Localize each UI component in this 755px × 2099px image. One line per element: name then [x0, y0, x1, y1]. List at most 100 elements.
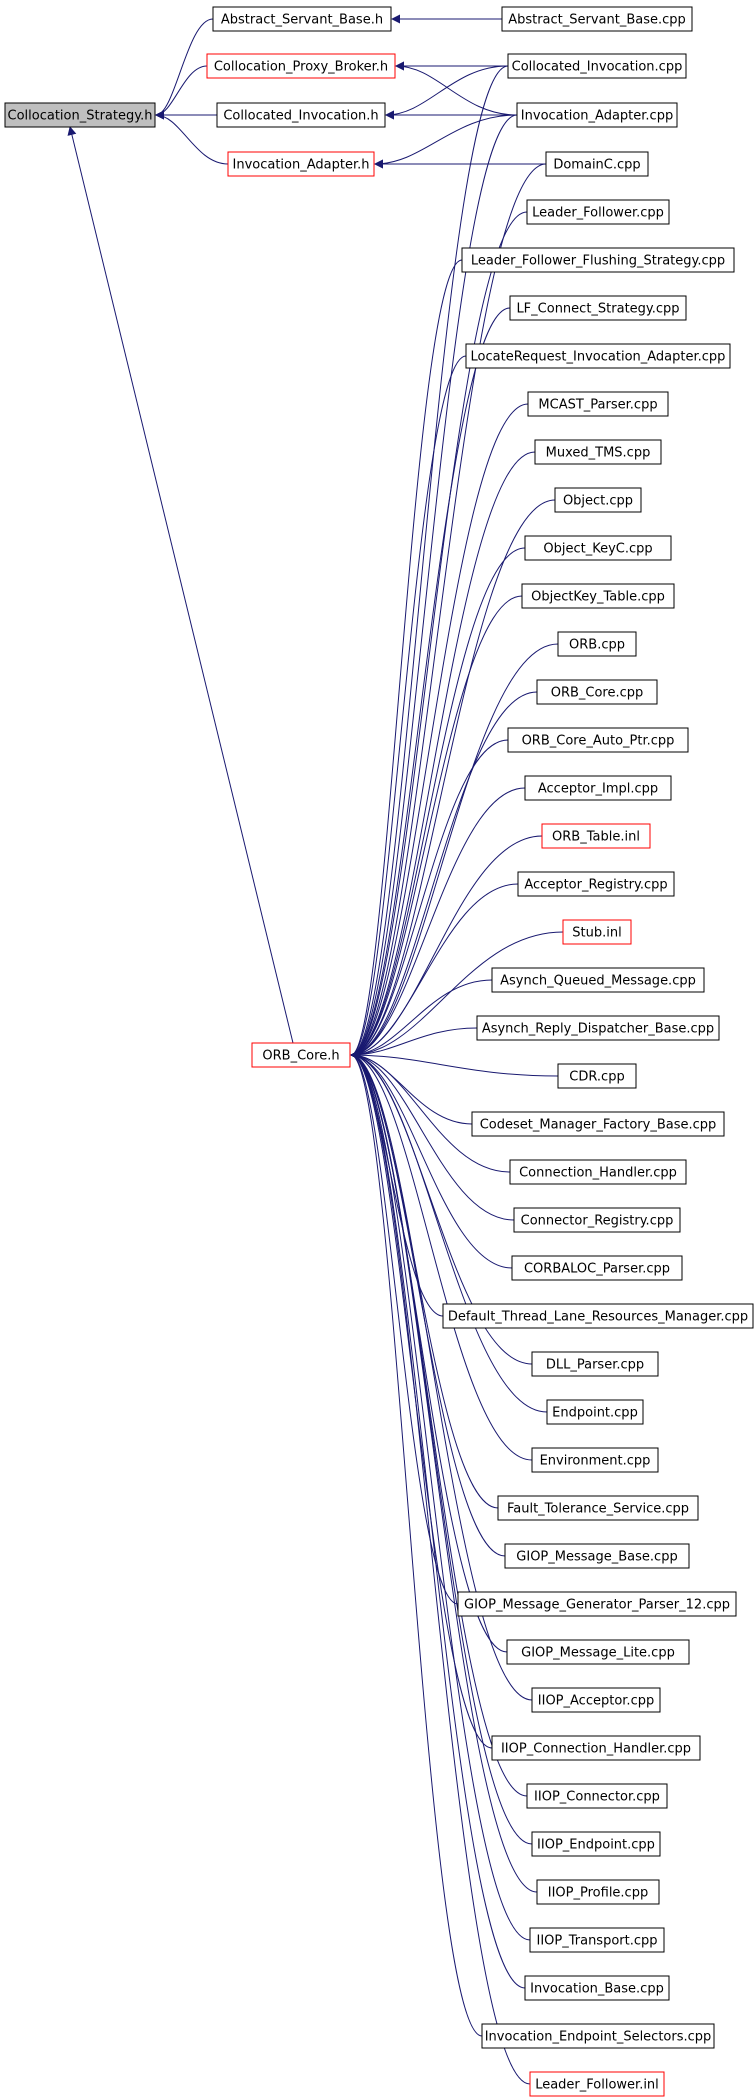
include-edge-n27-to-orb_core_h: [350, 1050, 533, 1461]
file-node-n13[interactable]: Acceptor_Impl.cpp: [524, 775, 672, 801]
file-node-label: Invocation_Adapter.h: [233, 158, 370, 173]
include-edge-cpb_h-to-root: [155, 65, 208, 120]
file-node-label: Connection_Handler.cpp: [519, 1166, 677, 1181]
file-node-n28[interactable]: Fault_Tolerance_Service.cpp: [497, 1495, 699, 1521]
file-node-n02[interactable]: Leader_Follower_Flushing_Strategy.cpp: [461, 247, 735, 273]
include-edge-n06-to-orb_core_h: [350, 451, 536, 1060]
file-node-n33[interactable]: IIOP_Connection_Handler.cpp: [491, 1735, 701, 1761]
file-node-box: [531, 1351, 659, 1377]
file-node-n19[interactable]: CDR.cpp: [557, 1063, 637, 1089]
file-node-box: [4, 102, 156, 128]
file-node-domainc[interactable]: DomainC.cpp: [545, 151, 649, 177]
file-node-n29[interactable]: GIOP_Message_Base.cpp: [504, 1543, 690, 1569]
include-edge-n37-to-orb_core_h: [350, 1050, 531, 1941]
file-node-n18[interactable]: Asynch_Reply_Dispatcher_Base.cpp: [476, 1015, 720, 1041]
file-node-n01[interactable]: Leader_Follower.cpp: [526, 199, 670, 225]
file-node-label: MCAST_Parser.cpp: [538, 398, 657, 413]
file-node-n05[interactable]: MCAST_Parser.cpp: [527, 391, 669, 417]
file-node-box: [471, 1111, 725, 1137]
file-node-box: [554, 487, 642, 513]
file-node-asb_h[interactable]: Abstract_Servant_Base.h: [212, 6, 392, 32]
file-node-label: Collocated_Invocation.cpp: [512, 60, 683, 75]
file-node-n22[interactable]: Connector_Registry.cpp: [513, 1207, 681, 1233]
file-node-box: [516, 102, 678, 128]
file-node-box: [509, 1159, 687, 1185]
file-node-n12[interactable]: ORB_Core_Auto_Ptr.cpp: [507, 727, 689, 753]
file-node-box: [206, 53, 396, 79]
file-node-n06[interactable]: Muxed_TMS.cpp: [534, 439, 662, 465]
file-node-n40[interactable]: Leader_Follower.inl: [529, 2071, 665, 2097]
include-edge-n36-to-orb_core_h: [350, 1050, 538, 1893]
file-node-box: [517, 871, 675, 897]
file-node-label: Leader_Follower.inl: [535, 2078, 659, 2093]
file-node-label: Object_KeyC.cpp: [543, 542, 652, 557]
include-edge-n24-to-orb_core_h: [350, 1050, 444, 1317]
include-edge-ci_cpp-to-orb_core_h: [350, 65, 509, 1060]
file-node-label: DomainC.cpp: [553, 158, 640, 173]
file-node-n38[interactable]: Invocation_Base.cpp: [524, 1975, 670, 2001]
file-node-n04[interactable]: LocateRequest_Invocation_Adapter.cpp: [465, 343, 731, 369]
file-node-n15[interactable]: Acceptor_Registry.cpp: [517, 871, 675, 897]
include-edge-n02-to-orb_core_h: [350, 259, 463, 1060]
file-node-box: [501, 6, 693, 32]
file-node-n11[interactable]: ORB_Core.cpp: [536, 679, 658, 705]
file-node-n23[interactable]: CORBALOC_Parser.cpp: [511, 1255, 683, 1281]
file-node-cpb_h[interactable]: Collocation_Proxy_Broker.h: [206, 53, 396, 79]
include-edge-n09-to-orb_core_h: [350, 595, 523, 1060]
file-node-n08[interactable]: Object_KeyC.cpp: [524, 535, 672, 561]
file-node-box: [526, 199, 670, 225]
file-node-n14[interactable]: ORB_Table.inl: [541, 823, 651, 849]
file-node-label: IIOP_Profile.cpp: [548, 1886, 648, 1901]
include-edge-n32-to-orb_core_h: [350, 1050, 533, 1701]
file-node-box: [504, 1543, 690, 1569]
file-node-n07[interactable]: Object.cpp: [554, 487, 642, 513]
file-node-box: [216, 102, 386, 128]
file-node-box: [513, 1207, 681, 1233]
file-node-ci_cpp[interactable]: Collocated_Invocation.cpp: [507, 53, 687, 79]
include-edge-n03-to-orb_core_h: [350, 307, 511, 1060]
file-node-n36[interactable]: IIOP_Profile.cpp: [536, 1879, 660, 1905]
file-node-n24[interactable]: Default_Thread_Lane_Resources_Manager.cp…: [442, 1303, 754, 1329]
file-node-box: [507, 53, 687, 79]
include-edge-n10-to-orb_core_h: [350, 643, 559, 1060]
include-edge-domainc-to-orb_core_h: [350, 163, 547, 1060]
file-node-n35[interactable]: IIOP_Endpoint.cpp: [531, 1831, 661, 1857]
file-node-orb_core_h[interactable]: ORB_Core.h: [251, 1042, 351, 1068]
file-node-box: [531, 1687, 661, 1713]
file-node-n16[interactable]: Stub.inl: [562, 919, 632, 945]
file-node-label: Collocated_Invocation.h: [223, 109, 378, 124]
file-node-label: ObjectKey_Table.cpp: [531, 590, 665, 605]
file-node-n25[interactable]: DLL_Parser.cpp: [531, 1351, 659, 1377]
file-node-box: [526, 1783, 668, 1809]
file-node-label: GIOP_Message_Lite.cpp: [521, 1646, 675, 1661]
file-node-n32[interactable]: IIOP_Acceptor.cpp: [531, 1687, 661, 1713]
file-node-n10[interactable]: ORB.cpp: [557, 631, 637, 657]
file-node-n21[interactable]: Connection_Handler.cpp: [509, 1159, 687, 1185]
file-node-label: CORBALOC_Parser.cpp: [524, 1262, 670, 1277]
file-node-label: ORB.cpp: [569, 638, 625, 653]
file-node-n26[interactable]: Endpoint.cpp: [546, 1399, 644, 1425]
file-node-box: [491, 967, 705, 993]
file-node-n30[interactable]: GIOP_Message_Generator_Parser_12.cpp: [457, 1591, 737, 1617]
file-node-n09[interactable]: ObjectKey_Table.cpp: [521, 583, 675, 609]
file-node-n39[interactable]: Invocation_Endpoint_Selectors.cpp: [481, 2023, 715, 2049]
file-node-asb_cpp[interactable]: Abstract_Servant_Base.cpp: [501, 6, 693, 32]
file-node-n17[interactable]: Asynch_Queued_Message.cpp: [491, 967, 705, 993]
file-node-ia_h[interactable]: Invocation_Adapter.h: [227, 151, 375, 177]
file-node-box: [212, 6, 392, 32]
include-edge-n23-to-orb_core_h: [350, 1050, 513, 1269]
file-node-n31[interactable]: GIOP_Message_Lite.cpp: [506, 1639, 690, 1665]
file-node-box: [497, 1495, 699, 1521]
file-node-ia_cpp[interactable]: Invocation_Adapter.cpp: [516, 102, 678, 128]
file-node-n03[interactable]: LF_Connect_Strategy.cpp: [509, 295, 687, 321]
file-node-n27[interactable]: Environment.cpp: [531, 1447, 659, 1473]
file-node-ci_h[interactable]: Collocated_Invocation.h: [216, 102, 386, 128]
file-node-label: Abstract_Servant_Base.h: [221, 13, 383, 28]
include-edge-ia_h-to-root: [155, 110, 229, 165]
file-node-n34[interactable]: IIOP_Connector.cpp: [526, 1783, 668, 1809]
file-node-n20[interactable]: Codeset_Manager_Factory_Base.cpp: [471, 1111, 725, 1137]
file-node-box: [527, 391, 669, 417]
file-node-label: Asynch_Reply_Dispatcher_Base.cpp: [482, 1022, 714, 1037]
file-node-n37[interactable]: IIOP_Transport.cpp: [529, 1927, 665, 1953]
dependency-edges: [67, 14, 564, 2085]
